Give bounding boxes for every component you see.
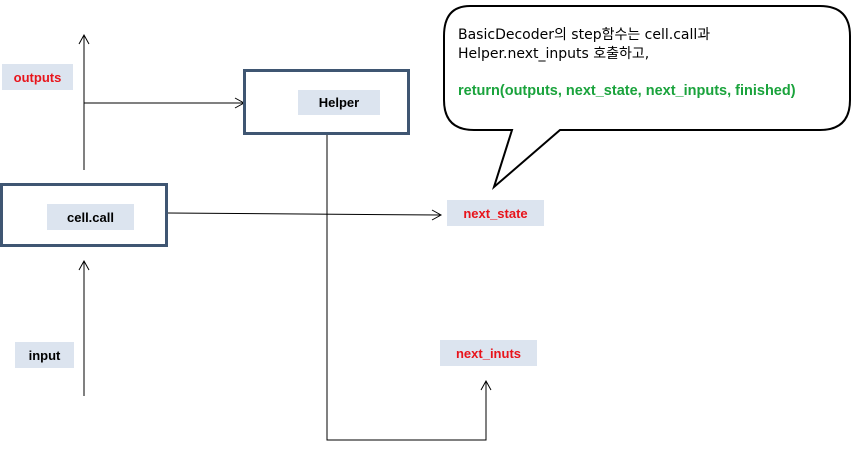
node-cell-call: cell.call: [0, 183, 168, 247]
node-helper-label: Helper: [298, 90, 380, 115]
speech-callout: [443, 5, 851, 191]
arrowhead-next-inputs: [480, 379, 492, 391]
node-helper: Helper: [243, 69, 410, 135]
arrow-helper-to-next-inputs: [326, 133, 487, 441]
label-input: input: [15, 342, 74, 368]
arrowhead-cell: [78, 259, 90, 271]
label-outputs: outputs: [2, 64, 73, 90]
callout-text: BasicDecoder의 step함수는 cell.call과 Helper.…: [458, 26, 838, 101]
label-next-inputs: next_inuts: [440, 340, 537, 366]
arrowhead-next-state: [431, 209, 443, 221]
callout-line-1: BasicDecoder의 step함수는 cell.call과: [458, 27, 711, 43]
arrowhead-outputs: [78, 33, 90, 45]
node-cell-call-label: cell.call: [47, 204, 134, 230]
label-next-state: next_state: [447, 200, 544, 226]
arrow-cell-to-next-state: [167, 212, 441, 216]
callout-return-code: return(outputs, next_state, next_inputs,…: [458, 83, 796, 99]
callout-line-2: Helper.next_inputs 호출하고,: [458, 46, 650, 62]
